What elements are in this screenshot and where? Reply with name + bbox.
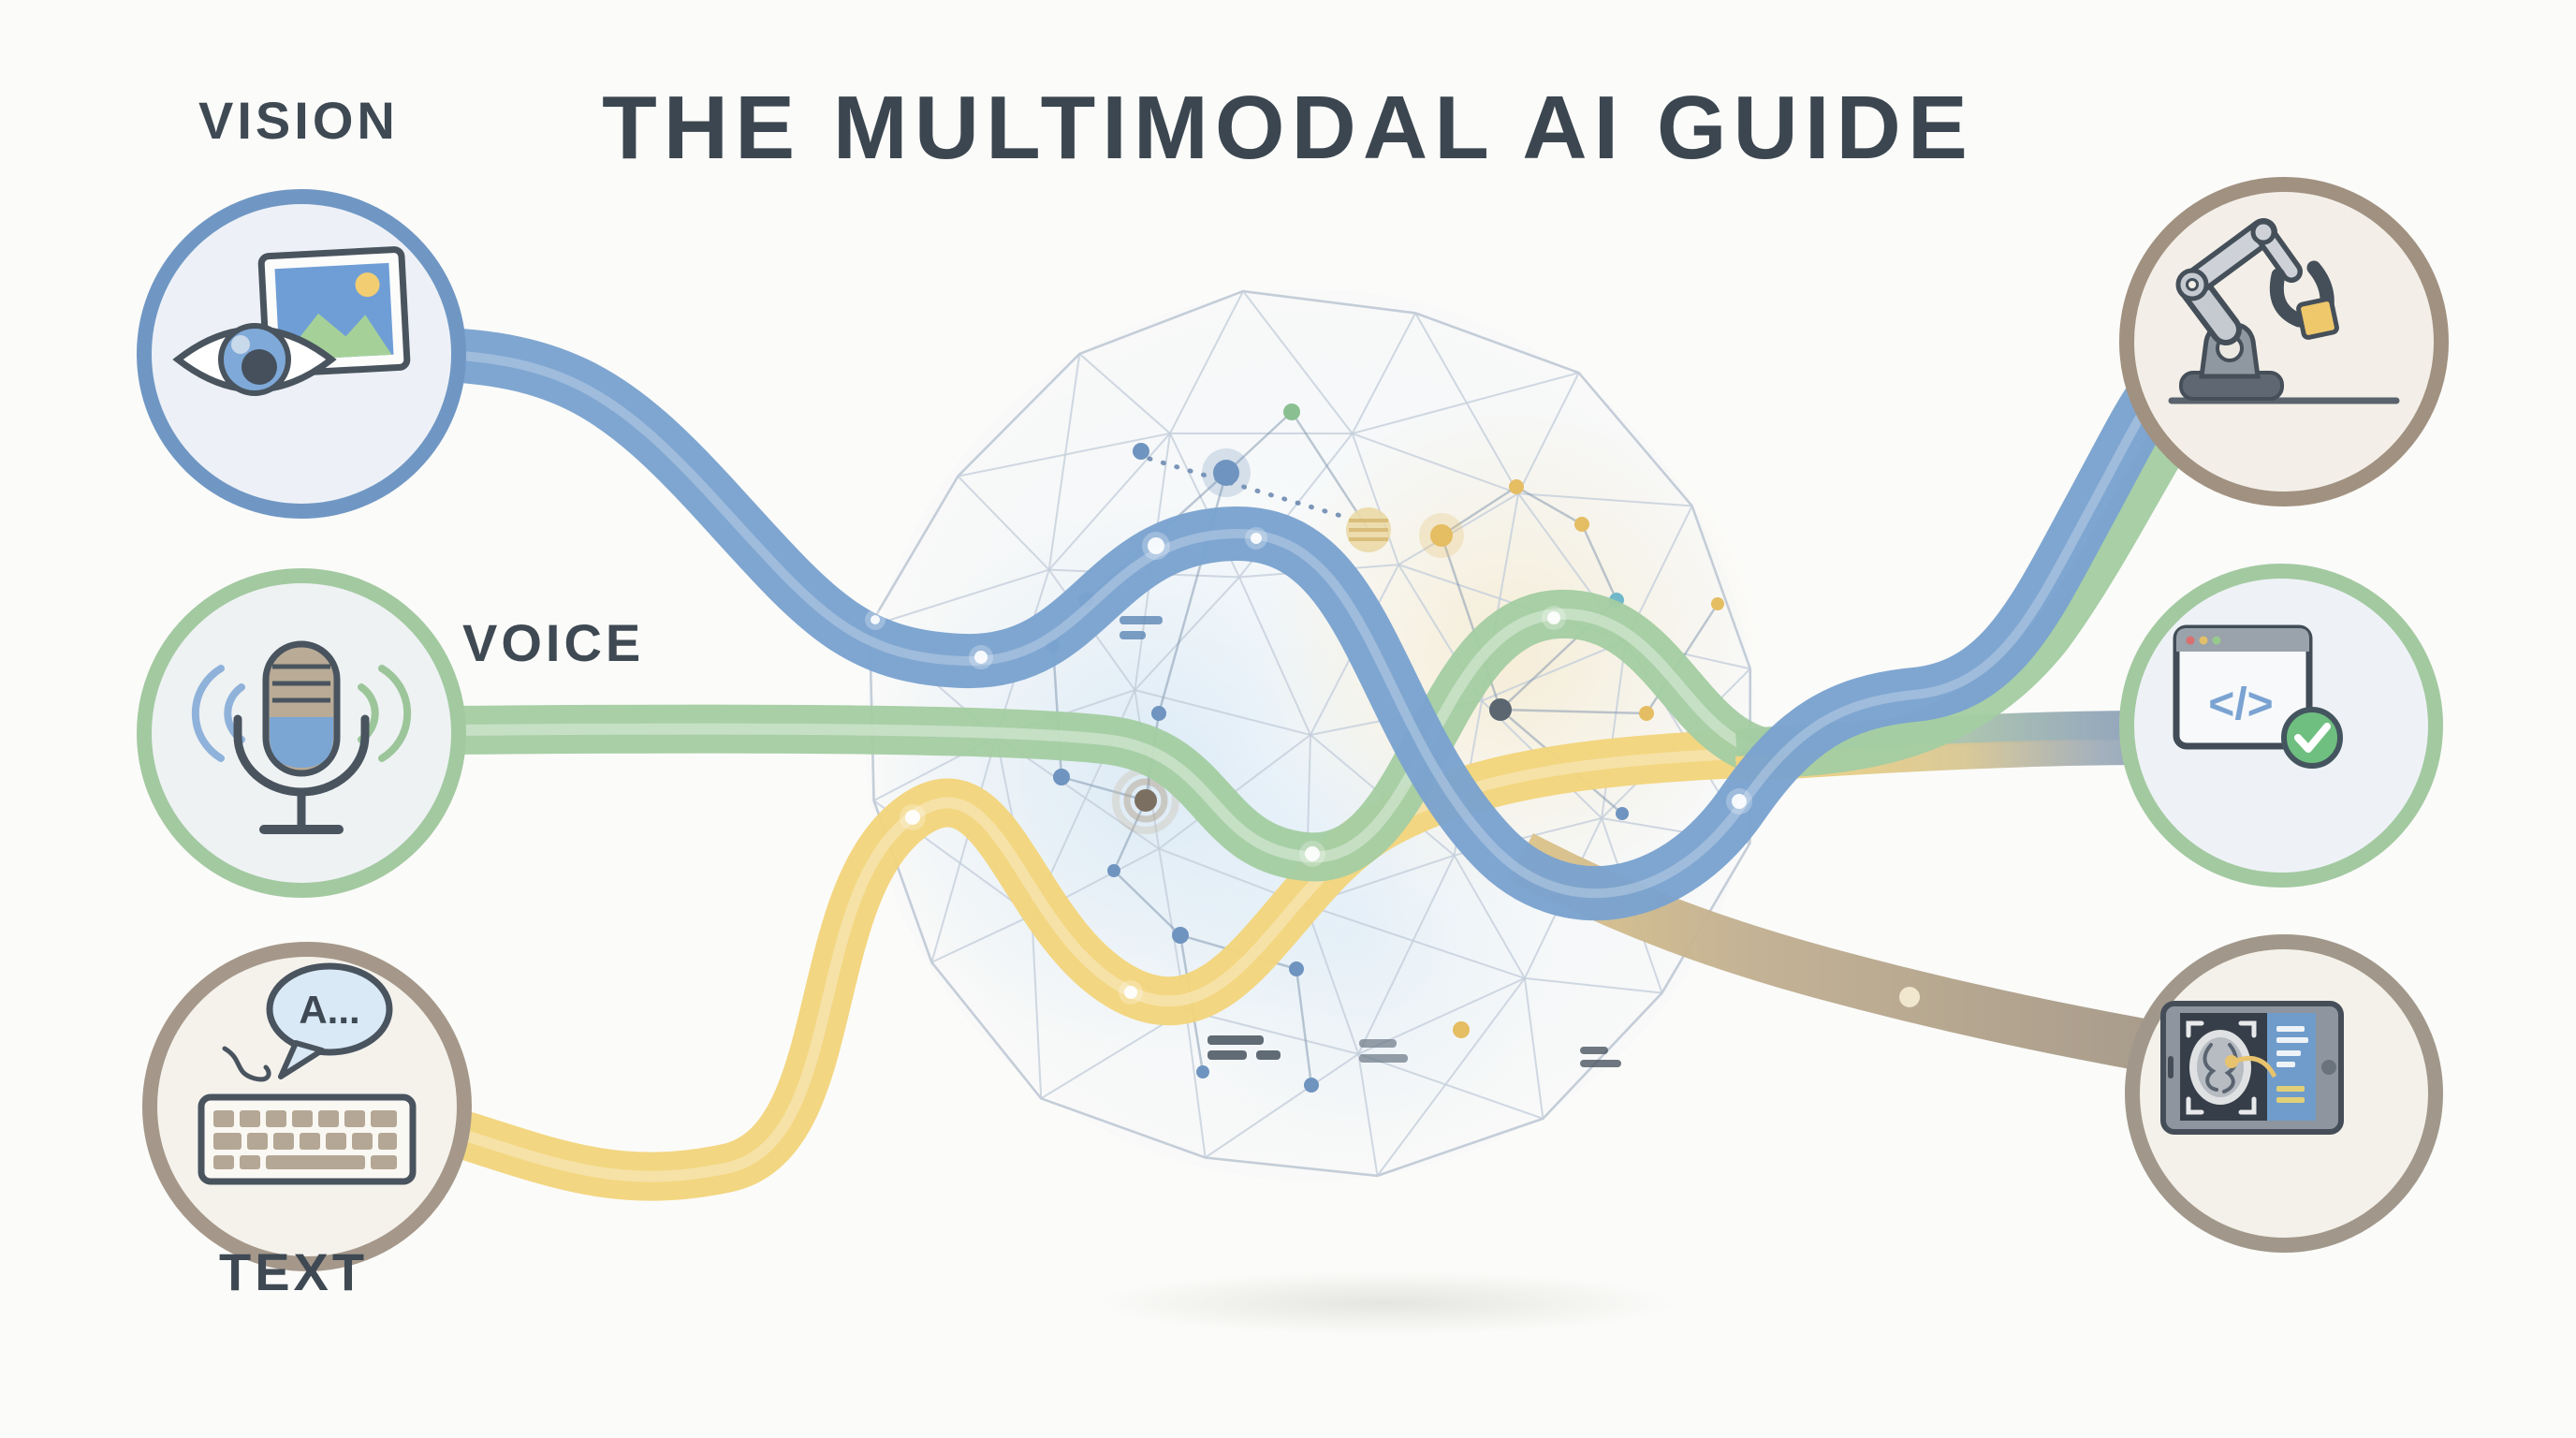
robot-arm-icon (2168, 218, 2400, 404)
ribbon-green-to-robot (1768, 429, 2188, 778)
ribbon-yellow-from-text (444, 728, 1762, 1201)
page-title: THE MULTIMODAL AI GUIDE (602, 78, 1974, 178)
robot-arm-circle (2119, 177, 2449, 506)
robot-arm-medallion (2119, 177, 2449, 506)
code-window-check-icon: </> (2173, 624, 2343, 769)
vision-medallion (137, 189, 466, 519)
microphone-sound-waves-icon (191, 640, 412, 834)
eye-photo-icon (172, 246, 411, 396)
keyboard-speech-bubble-icon: A... (198, 962, 417, 1185)
tablet-brain-scan-icon (2160, 1001, 2344, 1135)
decorative-layer (425, 289, 2188, 1335)
neural-network-graphic (1046, 404, 1724, 1093)
speech-bubble-text: A... (299, 988, 359, 1032)
text-medallion: A... (142, 942, 472, 1271)
label-voice: VOICE (462, 613, 645, 672)
label-vision: VISION (198, 91, 399, 150)
code-glyph: </> (2208, 680, 2273, 729)
label-text: TEXT (219, 1242, 369, 1301)
voice-medallion (137, 568, 466, 898)
ribbon-green-from-voice (456, 590, 1782, 882)
check-icon (2281, 707, 2343, 769)
ribbon-blue-from-vision (425, 327, 2175, 921)
code-window-medallion: </> (2119, 564, 2443, 888)
tablet-scan-medallion (2125, 934, 2443, 1253)
